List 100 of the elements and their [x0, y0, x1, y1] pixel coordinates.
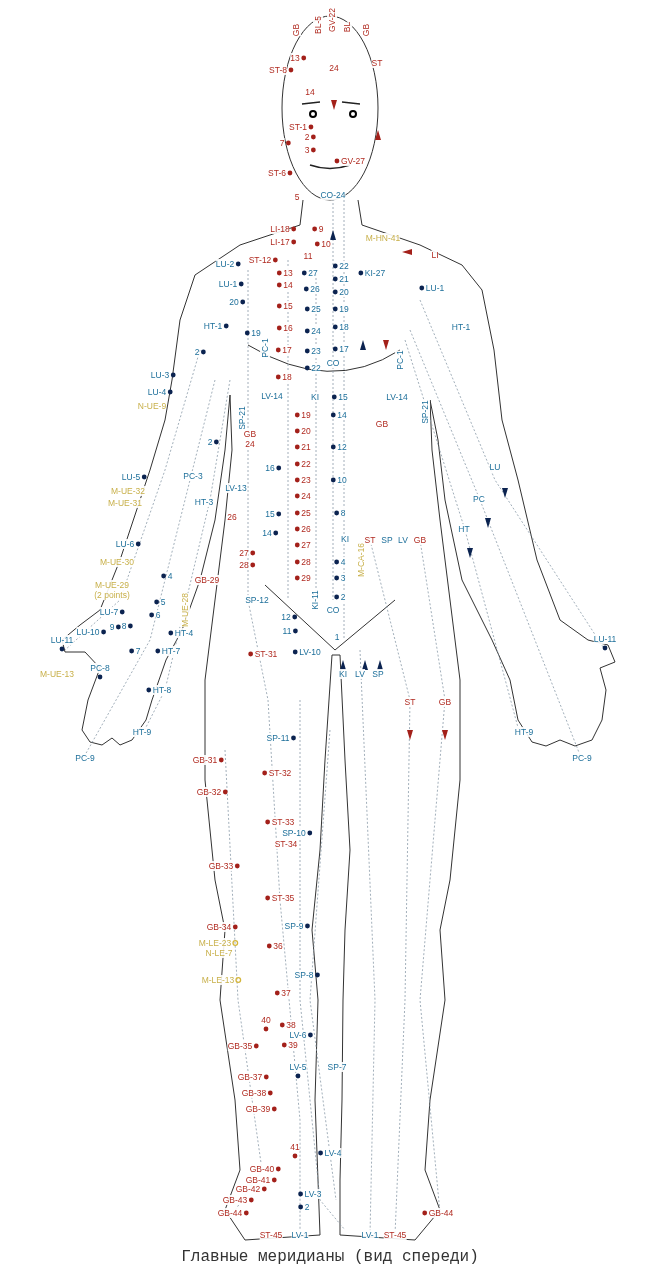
point-label: ST-45 [383, 1230, 407, 1240]
point-label: KI [311, 392, 319, 402]
point-label: GB-40 [249, 1164, 275, 1174]
point-label: LU-7 [99, 607, 119, 617]
point-label: 24 [301, 491, 311, 501]
point-label: 4 [167, 571, 173, 581]
point-label: GB-42 [235, 1184, 261, 1194]
point-label: SP [381, 535, 393, 545]
point-label: GB-32 [196, 787, 222, 797]
point-label: GB-41 [245, 1175, 271, 1185]
point-label: LV-4 [324, 1148, 342, 1158]
point-label: SP-21 [237, 406, 247, 430]
point-label: ST-1 [289, 122, 307, 132]
point-label: PC-1 [260, 338, 270, 358]
point-label: GB [361, 23, 371, 37]
point-label: 19 [301, 410, 311, 420]
point-label: LV-3 [304, 1189, 322, 1199]
point-label: GB-44 [428, 1208, 454, 1218]
point-label: GB-37 [237, 1072, 263, 1082]
point-label: 18 [282, 372, 292, 382]
point-label: 36 [273, 941, 283, 951]
point-label: PC-8 [90, 663, 110, 673]
point-label: 3 [304, 145, 310, 155]
point-label: 7 [279, 138, 285, 148]
point-label: ST-35 [271, 893, 295, 903]
point-label: 28 [301, 557, 311, 567]
point-label: LV-14 [386, 392, 408, 402]
point-label: 2 [304, 1202, 310, 1212]
point-label: GB [291, 23, 301, 37]
point-label: 23 [301, 475, 311, 485]
point-label: PC [473, 494, 485, 504]
point-label: M-UE-31 [108, 498, 142, 508]
point-label: LI [431, 250, 439, 260]
point-label: 29 [301, 573, 311, 583]
point-label: KI-11 [310, 590, 320, 610]
point-label: LV-6 [289, 1030, 307, 1040]
point-label: HT-8 [152, 685, 172, 695]
point-label: ST-34 [274, 839, 298, 849]
point-label: 15 [283, 301, 293, 311]
point-label: LU-6 [115, 539, 135, 549]
point-label: 28 [239, 560, 249, 570]
point-label: GB [413, 535, 427, 545]
point-label: LU-11 [50, 635, 74, 645]
point-label: 5 [160, 597, 166, 607]
point-label: HT-7 [161, 646, 181, 656]
point-label: LU-1 [425, 283, 445, 293]
point-label: ST-32 [268, 768, 292, 778]
point-label: SP-11 [266, 733, 290, 743]
point-label: 22 [339, 261, 349, 271]
point-label: M-LE-23 [198, 938, 232, 948]
point-label: KI-27 [364, 268, 386, 278]
point-label: PC-3 [183, 471, 203, 481]
point-label: 14 [305, 87, 315, 97]
point-label: LV [355, 669, 365, 679]
point-label: SP-10 [282, 828, 306, 838]
point-label: SP [372, 669, 384, 679]
point-label: 8 [121, 621, 127, 631]
point-label: BL-5 [313, 16, 323, 34]
point-label: 14 [283, 280, 293, 290]
point-label: CO-24 [320, 190, 346, 200]
point-label: LV-1 [361, 1230, 379, 1240]
point-label: PC-9 [572, 753, 592, 763]
point-label: 15 [338, 392, 348, 402]
point-label: 2 [340, 592, 346, 602]
point-label: 9 [318, 224, 324, 234]
point-label: GB-35 [227, 1041, 253, 1051]
point-label: 38 [286, 1020, 296, 1030]
point-label: 16 [283, 323, 293, 333]
point-label: 20 [301, 426, 311, 436]
point-label: SP-12 [245, 595, 269, 605]
point-label: 27 [301, 540, 311, 550]
point-label: 14 [262, 528, 272, 538]
point-label: GB-34 [206, 922, 232, 932]
point-label: ST [371, 58, 383, 68]
point-label: 24 [311, 326, 321, 336]
point-label: HT-4 [174, 628, 194, 638]
point-label: SP-21 [420, 400, 430, 424]
point-label: M-LE-13 [201, 975, 235, 985]
point-label: LV-10 [299, 647, 321, 657]
point-label: 7 [135, 646, 141, 656]
point-label: ST-8 [269, 65, 287, 75]
point-label: LU-11 [593, 634, 617, 644]
point-label: ST-12 [248, 255, 272, 265]
point-label: GB [375, 419, 389, 429]
point-label: GB-29 [194, 575, 220, 585]
point-label: 22 [301, 459, 311, 469]
point-label: LU-4 [147, 387, 167, 397]
point-label: GV-27 [340, 156, 366, 166]
point-label: 21 [339, 274, 349, 284]
point-label: 14 [337, 410, 347, 420]
point-label: ST-31 [254, 649, 278, 659]
point-label: ST-33 [271, 817, 295, 827]
point-label: BL [342, 21, 352, 33]
point-label: 21 [301, 442, 311, 452]
point-label: GB-44 [217, 1208, 243, 1218]
point-label: 19 [339, 304, 349, 314]
point-label: ST [404, 697, 416, 707]
point-label: 11 [303, 251, 313, 261]
point-label: HT-9 [514, 727, 534, 737]
point-label: LV-1 [291, 1230, 309, 1240]
